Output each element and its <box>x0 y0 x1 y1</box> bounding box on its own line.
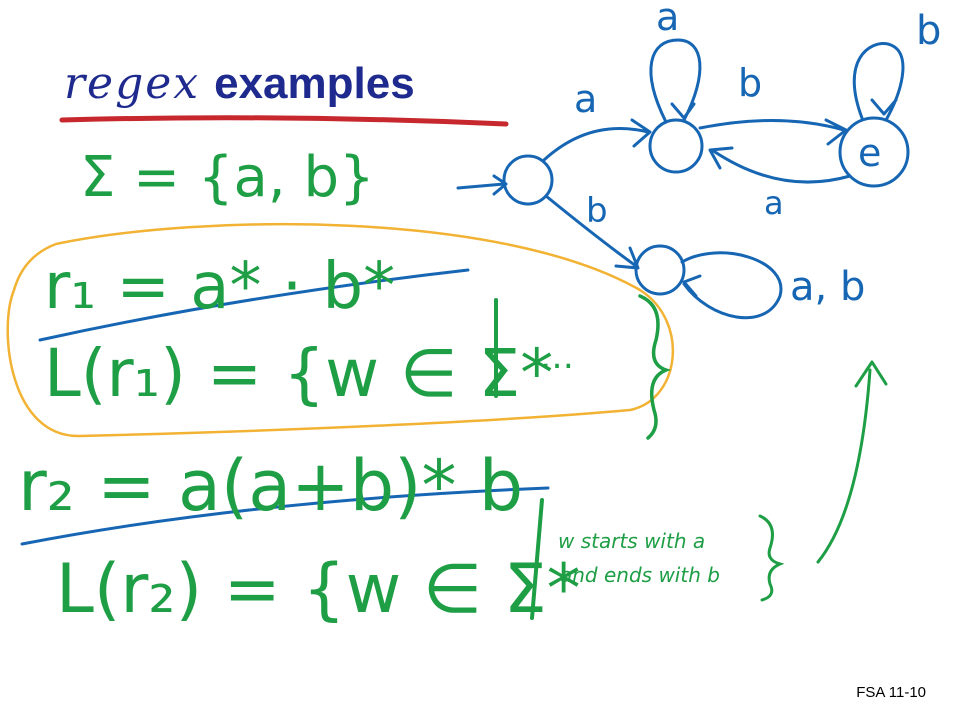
dfa-diagram: e a a b a b b a, b <box>456 0 941 320</box>
lr2-close-brace <box>758 514 785 602</box>
r1-expression: r₁ = a* · b* <box>44 250 395 324</box>
dfa-label-a-back: a <box>764 184 784 222</box>
lr1-expression: L(r₁) = {w ∈ Σ* <box>44 335 553 412</box>
title-examples: examples <box>214 59 415 108</box>
lr1-close-brace <box>638 294 672 440</box>
dfa-loop-a <box>649 38 702 124</box>
lr2-note-line2: and ends with b <box>560 563 720 587</box>
pointer-arrowhead <box>854 360 888 388</box>
dfa-state-a <box>648 118 704 174</box>
alphabet-definition: Σ = {a, b} <box>80 145 375 210</box>
dfa-edge-a-accept <box>698 118 848 146</box>
dfa-edge-accept-a <box>708 146 852 184</box>
dfa-label-b-right: b <box>738 61 762 105</box>
r2-underline <box>20 486 550 546</box>
pointer-arrow <box>816 368 872 564</box>
lr2-divider <box>530 498 544 620</box>
slide-title: regex examples <box>64 58 415 109</box>
title-underline <box>59 115 509 127</box>
dfa-loop-accept <box>852 42 905 122</box>
dfa-edge-start-a <box>542 118 652 162</box>
r2-expression: r₂ = a(a+b)* b <box>18 445 523 527</box>
dfa-label-ab-loop: a, b <box>790 264 865 310</box>
lr2-note-line1: w starts with a <box>558 529 705 553</box>
dfa-state-sink <box>634 244 686 296</box>
dfa-label-a-loop: a <box>656 0 679 39</box>
r1-underline <box>38 268 470 342</box>
dfa-start-arrow <box>456 174 508 196</box>
dfa-label-b-down: b <box>586 191 608 231</box>
dfa-start-state <box>502 154 554 206</box>
title-regex: regex <box>64 58 201 109</box>
dfa-label-a-top: a <box>574 77 597 121</box>
dfa-edge-start-sink <box>544 194 640 270</box>
slide-footer: FSA 11-10 <box>856 684 926 701</box>
lr2-expression: L(r₂) = {w ∈ Σ* <box>56 550 581 629</box>
dfa-label-b-loop: b <box>916 8 941 54</box>
dfa-loop-sink <box>680 251 783 320</box>
r1-highlight-loop <box>6 222 675 438</box>
dfa-state-accept <box>838 116 910 188</box>
dfa-state-accept-label: e <box>858 131 881 175</box>
lr1-continuation: … <box>540 337 574 377</box>
